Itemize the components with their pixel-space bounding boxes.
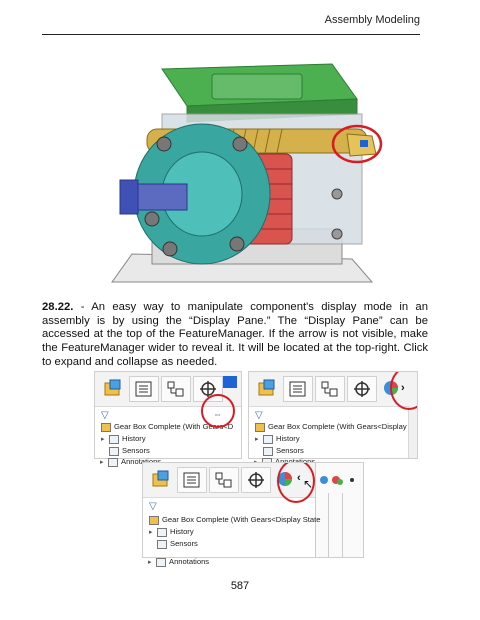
tree-item-label: Sensors <box>276 446 304 455</box>
header-title: Assembly Modeling <box>324 14 420 26</box>
filter-icon[interactable]: ▽ <box>149 501 157 512</box>
property-manager-tab[interactable] <box>129 376 159 402</box>
configuration-manager-tab[interactable] <box>161 376 191 402</box>
configuration-manager-tab[interactable] <box>315 376 345 402</box>
step-number: 28.22. <box>42 301 74 313</box>
dimxpert-icon <box>354 381 370 397</box>
tree-item-history[interactable]: ▸History <box>101 434 146 444</box>
featuremanager-toolbar: › <box>249 372 417 407</box>
configuration-manager-tab[interactable] <box>209 467 239 493</box>
gearbox-illustration <box>111 63 383 283</box>
annotations-icon <box>156 557 166 567</box>
featuremanager-screenshot-bottom: ‹ ↖ ▽ Gear Box Complete (With Gears<Disp… <box>142 462 364 558</box>
display-manager-icon[interactable] <box>223 376 237 388</box>
tree-item-label: History <box>170 527 194 536</box>
history-icon <box>157 527 167 537</box>
property-manager-tab[interactable] <box>177 467 207 493</box>
tree-root[interactable]: Gear Box Complete (With Gears<D <box>101 421 233 433</box>
page-number: 587 <box>230 580 250 592</box>
tree-item-sensors[interactable]: Sensors <box>149 538 198 550</box>
tree-item-history[interactable]: ▸History <box>149 527 194 537</box>
assembly-icon <box>152 470 169 487</box>
tree-root[interactable]: Gear Box Complete (With Gears<Display St… <box>255 421 418 433</box>
highlight-circle <box>201 394 235 428</box>
instruction-paragraph: 28.22. - An easy way to manipulate compo… <box>42 301 428 370</box>
highlight-circle <box>277 463 315 503</box>
step-text: - An easy way to manipulate component's … <box>42 301 428 368</box>
assembly-icon <box>258 379 275 396</box>
tree-root-label: Gear Box Complete (With Gears<Display St… <box>268 422 418 431</box>
sensors-icon <box>157 539 167 549</box>
tree-item-sensors[interactable]: Sensors <box>101 445 150 457</box>
history-icon <box>263 434 273 444</box>
assembly-tab[interactable] <box>99 376 129 402</box>
assembly-tab[interactable] <box>147 467 177 493</box>
display-pane <box>315 463 363 557</box>
property-manager-tab[interactable] <box>283 376 313 402</box>
tree-item-history[interactable]: ▸History <box>255 434 300 444</box>
tree-item-sensors[interactable]: Sensors <box>255 445 304 457</box>
dimxpert-tab[interactable] <box>347 376 377 402</box>
assembly-icon <box>255 422 265 432</box>
filter-icon[interactable]: ▽ <box>255 410 263 421</box>
sensors-icon <box>109 446 119 456</box>
dimxpert-icon <box>248 472 264 488</box>
tree-root[interactable]: Gear Box Complete (With Gears<Display St… <box>149 514 320 526</box>
scrollbar[interactable] <box>408 406 417 458</box>
tree-item-label: Annotations <box>169 557 210 566</box>
configuration-manager-icon <box>321 381 338 397</box>
assembly-tab[interactable] <box>253 376 283 402</box>
annotations-icon <box>108 457 118 467</box>
featuremanager-screenshot-right: › ▽ Gear Box Complete (With Gears<Displa… <box>248 371 418 459</box>
property-manager-icon <box>183 472 200 488</box>
tree-item-label: History <box>276 434 300 443</box>
tree-item-label: Sensors <box>170 539 198 548</box>
assembly-icon <box>104 379 121 396</box>
filter-icon[interactable]: ▽ <box>101 410 109 421</box>
tree-item-label: Annotations <box>121 457 161 466</box>
property-manager-icon <box>289 381 306 397</box>
history-icon <box>109 434 119 444</box>
highlight-circle <box>390 372 417 410</box>
dimxpert-icon <box>200 381 216 397</box>
assembly-icon <box>101 422 111 432</box>
sensors-icon <box>263 446 273 456</box>
tree-root-label: Gear Box Complete (With Gears<D <box>114 422 234 431</box>
dimxpert-tab[interactable] <box>241 467 271 493</box>
tree-root-label: Gear Box Complete (With Gears<Display St… <box>162 515 321 524</box>
featuremanager-screenshot-left: ▽ ⇔ Gear Box Complete (With Gears<D ▸His… <box>94 371 242 459</box>
display-pane-icons <box>320 476 354 485</box>
highlight-circle <box>331 124 383 164</box>
configuration-manager-icon <box>167 381 184 397</box>
tree-item-label: Sensors <box>122 446 150 455</box>
tree-item-annotations[interactable]: ▸Annotations <box>100 456 161 468</box>
page-header: Assembly Modeling <box>42 12 420 35</box>
tree-item-label: Annotations <box>275 457 315 466</box>
tree-item-annotations[interactable]: ▸Annotations <box>148 557 210 567</box>
assembly-icon <box>149 515 159 525</box>
configuration-manager-icon <box>215 472 232 488</box>
property-manager-icon <box>135 381 152 397</box>
tree-item-label: History <box>122 434 146 443</box>
